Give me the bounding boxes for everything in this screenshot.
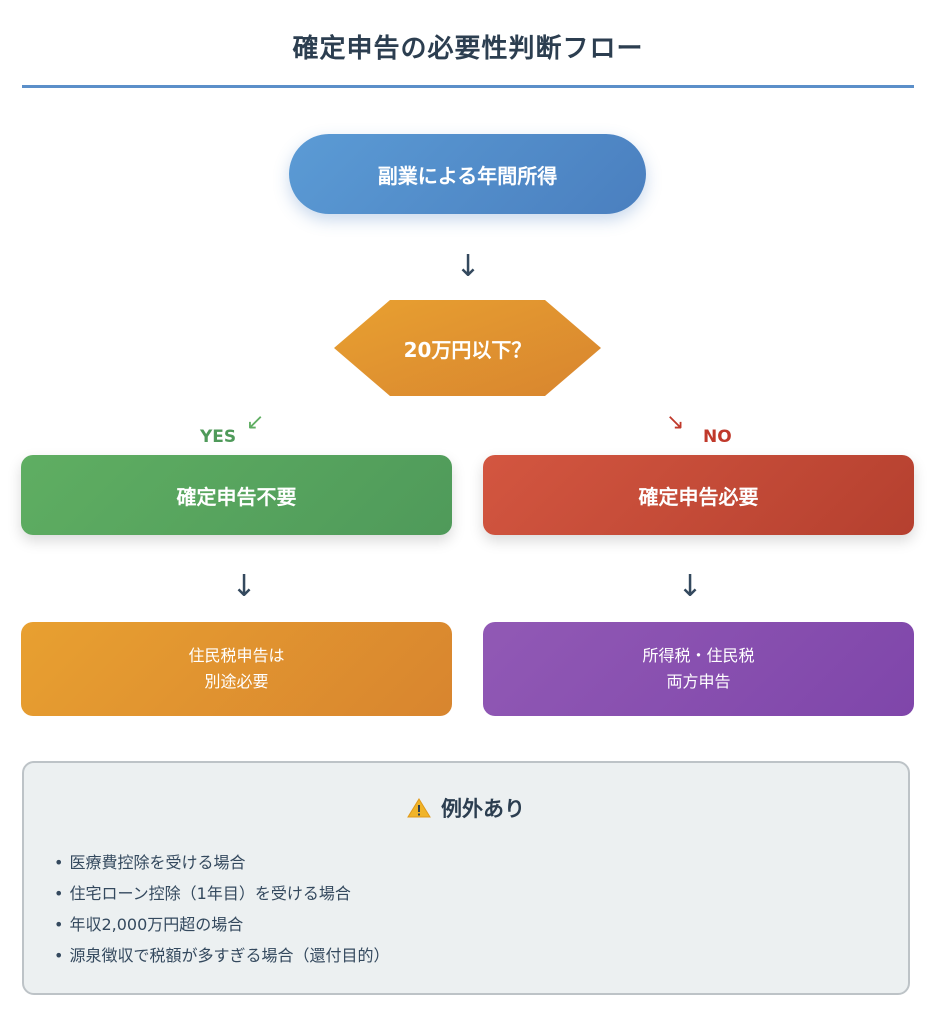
- warning-icon: [407, 798, 431, 818]
- page-title: 確定申告の必要性判断フロー: [292, 34, 644, 64]
- decision-label: 20万円以下？: [403, 337, 532, 362]
- decision-hexagon-shape: [334, 300, 601, 396]
- list-item: • 住宅ローン控除（1年目）を受ける場合: [54, 878, 389, 909]
- down-arrow-start: ↓: [455, 249, 481, 284]
- list-bullet: •: [54, 853, 64, 872]
- no-label: NO: [703, 427, 732, 447]
- list-bullet: •: [54, 915, 64, 934]
- list-bullet: •: [54, 884, 64, 903]
- both-taxes-note-line-2: 両方申告: [666, 672, 731, 691]
- resident-tax-note-box: 住民税申告は 別途必要: [21, 622, 452, 716]
- down-arrow-yes: ↓: [231, 569, 257, 604]
- no-filing-required-box: 確定申告不要: [21, 455, 452, 535]
- resident-tax-note-line-2: 別途必要: [204, 672, 269, 691]
- list-item: • 医療費控除を受ける場合: [54, 847, 389, 878]
- both-taxes-note-box: 所得税・住民税 両方申告: [483, 622, 914, 716]
- resident-tax-note-line-1: 住民税申告は: [188, 646, 285, 665]
- no-arrow-icon: ↘: [666, 410, 685, 435]
- exceptions-title: 例外あり: [441, 797, 525, 821]
- list-item-text: 源泉徴収で税額が多すぎる場合（還付目的）: [69, 946, 390, 965]
- list-item-text: 年収2,000万円超の場合: [69, 915, 244, 934]
- list-item-text: 住宅ローン控除（1年目）を受ける場合: [69, 884, 351, 903]
- start-node: 副業による年間所得: [289, 134, 646, 214]
- exceptions-panel: 例外あり • 医療費控除を受ける場合 • 住宅ローン控除（1年目）を受ける場合 • 年…: [22, 761, 910, 995]
- yes-arrow-icon: ↙: [246, 410, 265, 435]
- down-arrow-no: ↓: [677, 569, 703, 604]
- list-item: • 年収2,000万円超の場合: [54, 909, 389, 940]
- exceptions-list: • 医療費控除を受ける場合 • 住宅ローン控除（1年目）を受ける場合 • 年収2,00…: [54, 847, 389, 971]
- decision-node: 20万円以下？: [334, 300, 601, 396]
- title-divider: [22, 85, 914, 88]
- list-item: • 源泉徴収で税額が多すぎる場合（還付目的）: [54, 940, 389, 971]
- list-item-text: 医療費控除を受ける場合: [69, 853, 246, 872]
- exceptions-header: 例外あり: [24, 793, 908, 823]
- both-taxes-note-line-1: 所得税・住民税: [642, 646, 755, 665]
- yes-label: YES: [200, 427, 237, 447]
- filing-required-box: 確定申告必要: [483, 455, 914, 535]
- list-bullet: •: [54, 946, 64, 965]
